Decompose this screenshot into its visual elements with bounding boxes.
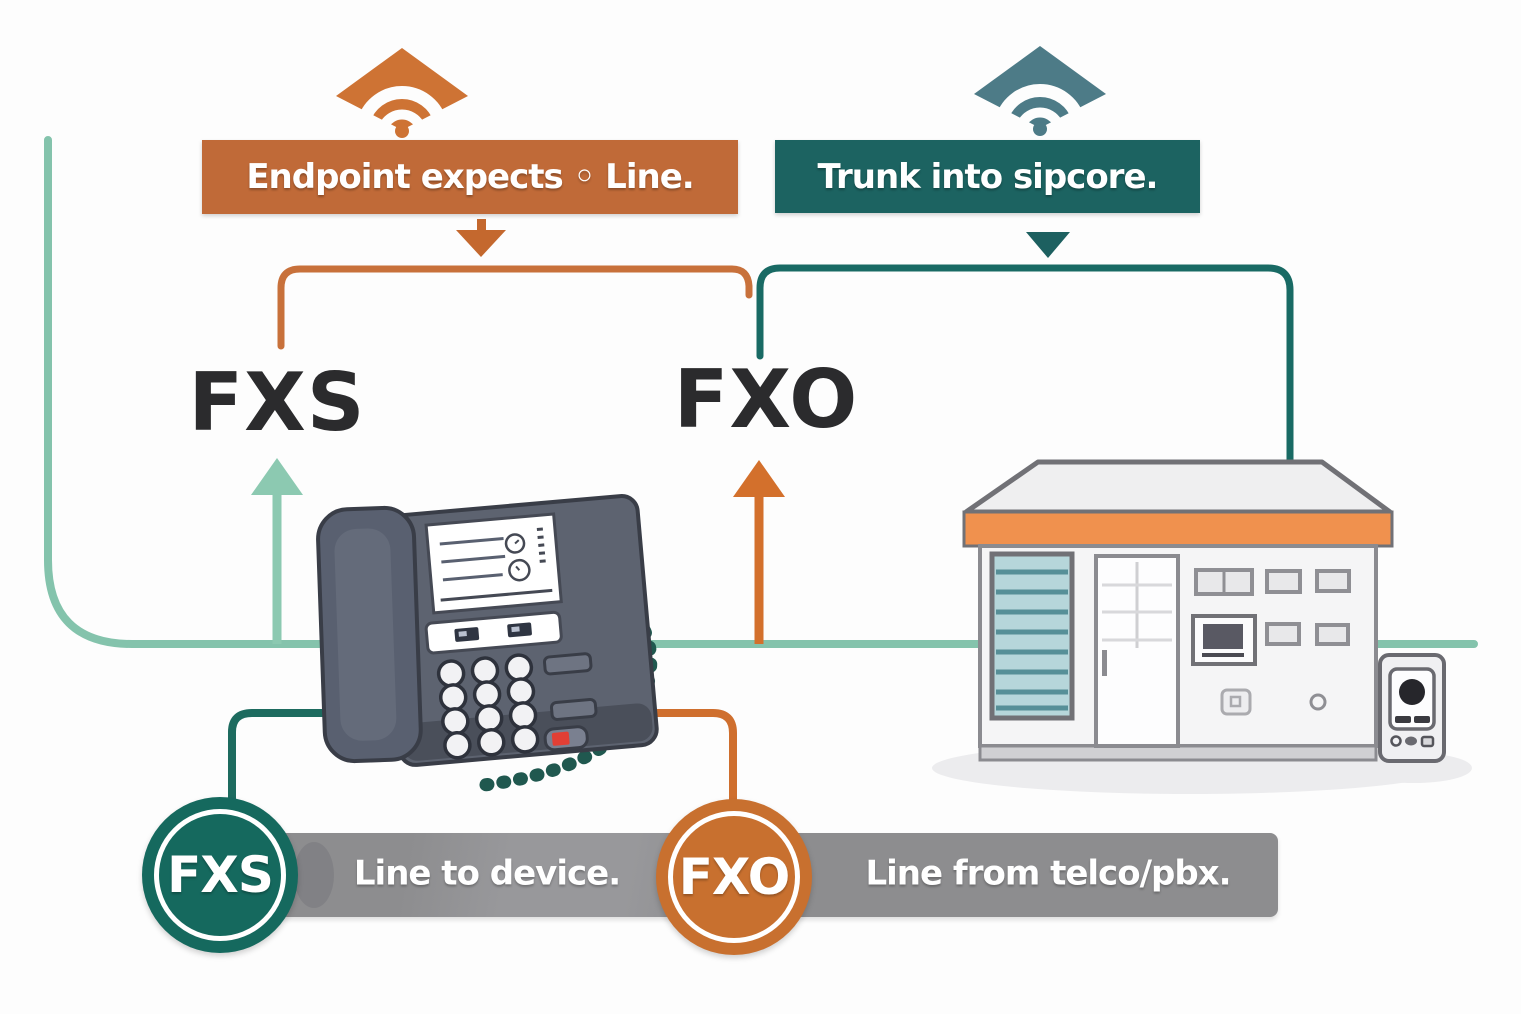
fxs-badge-connector-line [228, 709, 344, 804]
badge-shadow [294, 842, 334, 908]
fxs-arrow-up-icon [251, 458, 303, 644]
building-base [978, 744, 1378, 762]
fxo-badge-connector-line [561, 709, 737, 806]
trunk-bracket-line [756, 264, 1294, 468]
intercom-device [1378, 653, 1446, 763]
trunk-wifi-icon [974, 46, 1106, 136]
trunk-arrow-down-icon [1026, 232, 1070, 258]
endpoint-banner-label: Endpoint expects ◦ Line. [246, 157, 694, 197]
endpoint-banner: Endpoint expects ◦ Line. [202, 140, 738, 214]
fxs-port-label: FXS [188, 356, 366, 449]
mint-route-line [44, 136, 1478, 648]
fxo-badge-label: FXO [678, 848, 790, 906]
fxs-badge-label: FXS [167, 846, 274, 904]
fxo-port-label: FXO [673, 353, 859, 446]
fxo-legend-text: Line from telco/pbx. [865, 853, 1231, 894]
endpoint-bracket-line [277, 265, 753, 350]
fxo-arrow-up-icon [733, 460, 785, 644]
building-roof [963, 459, 1393, 515]
trunk-banner-label: Trunk into sipcore. [817, 156, 1159, 197]
fxo-badge-ring: FXO [668, 811, 800, 943]
phone-handset [316, 505, 423, 764]
fxs-badge: FXS [142, 797, 298, 953]
phone-keypad [436, 653, 540, 760]
phone-red-button [551, 731, 570, 746]
fxo-badge: FXO [656, 799, 812, 955]
phone-display [424, 512, 563, 615]
building-fascia [962, 510, 1394, 548]
fxs-badge-ring: FXS [154, 809, 286, 941]
fxs-legend-text: Line to device. [353, 853, 621, 894]
endpoint-arrow-down-icon [456, 219, 506, 257]
trunk-banner: Trunk into sipcore. [775, 140, 1200, 213]
desk-phone-illustration [316, 494, 659, 792]
pbx-building-illustration [932, 459, 1472, 794]
endpoint-wifi-icon [336, 48, 468, 138]
